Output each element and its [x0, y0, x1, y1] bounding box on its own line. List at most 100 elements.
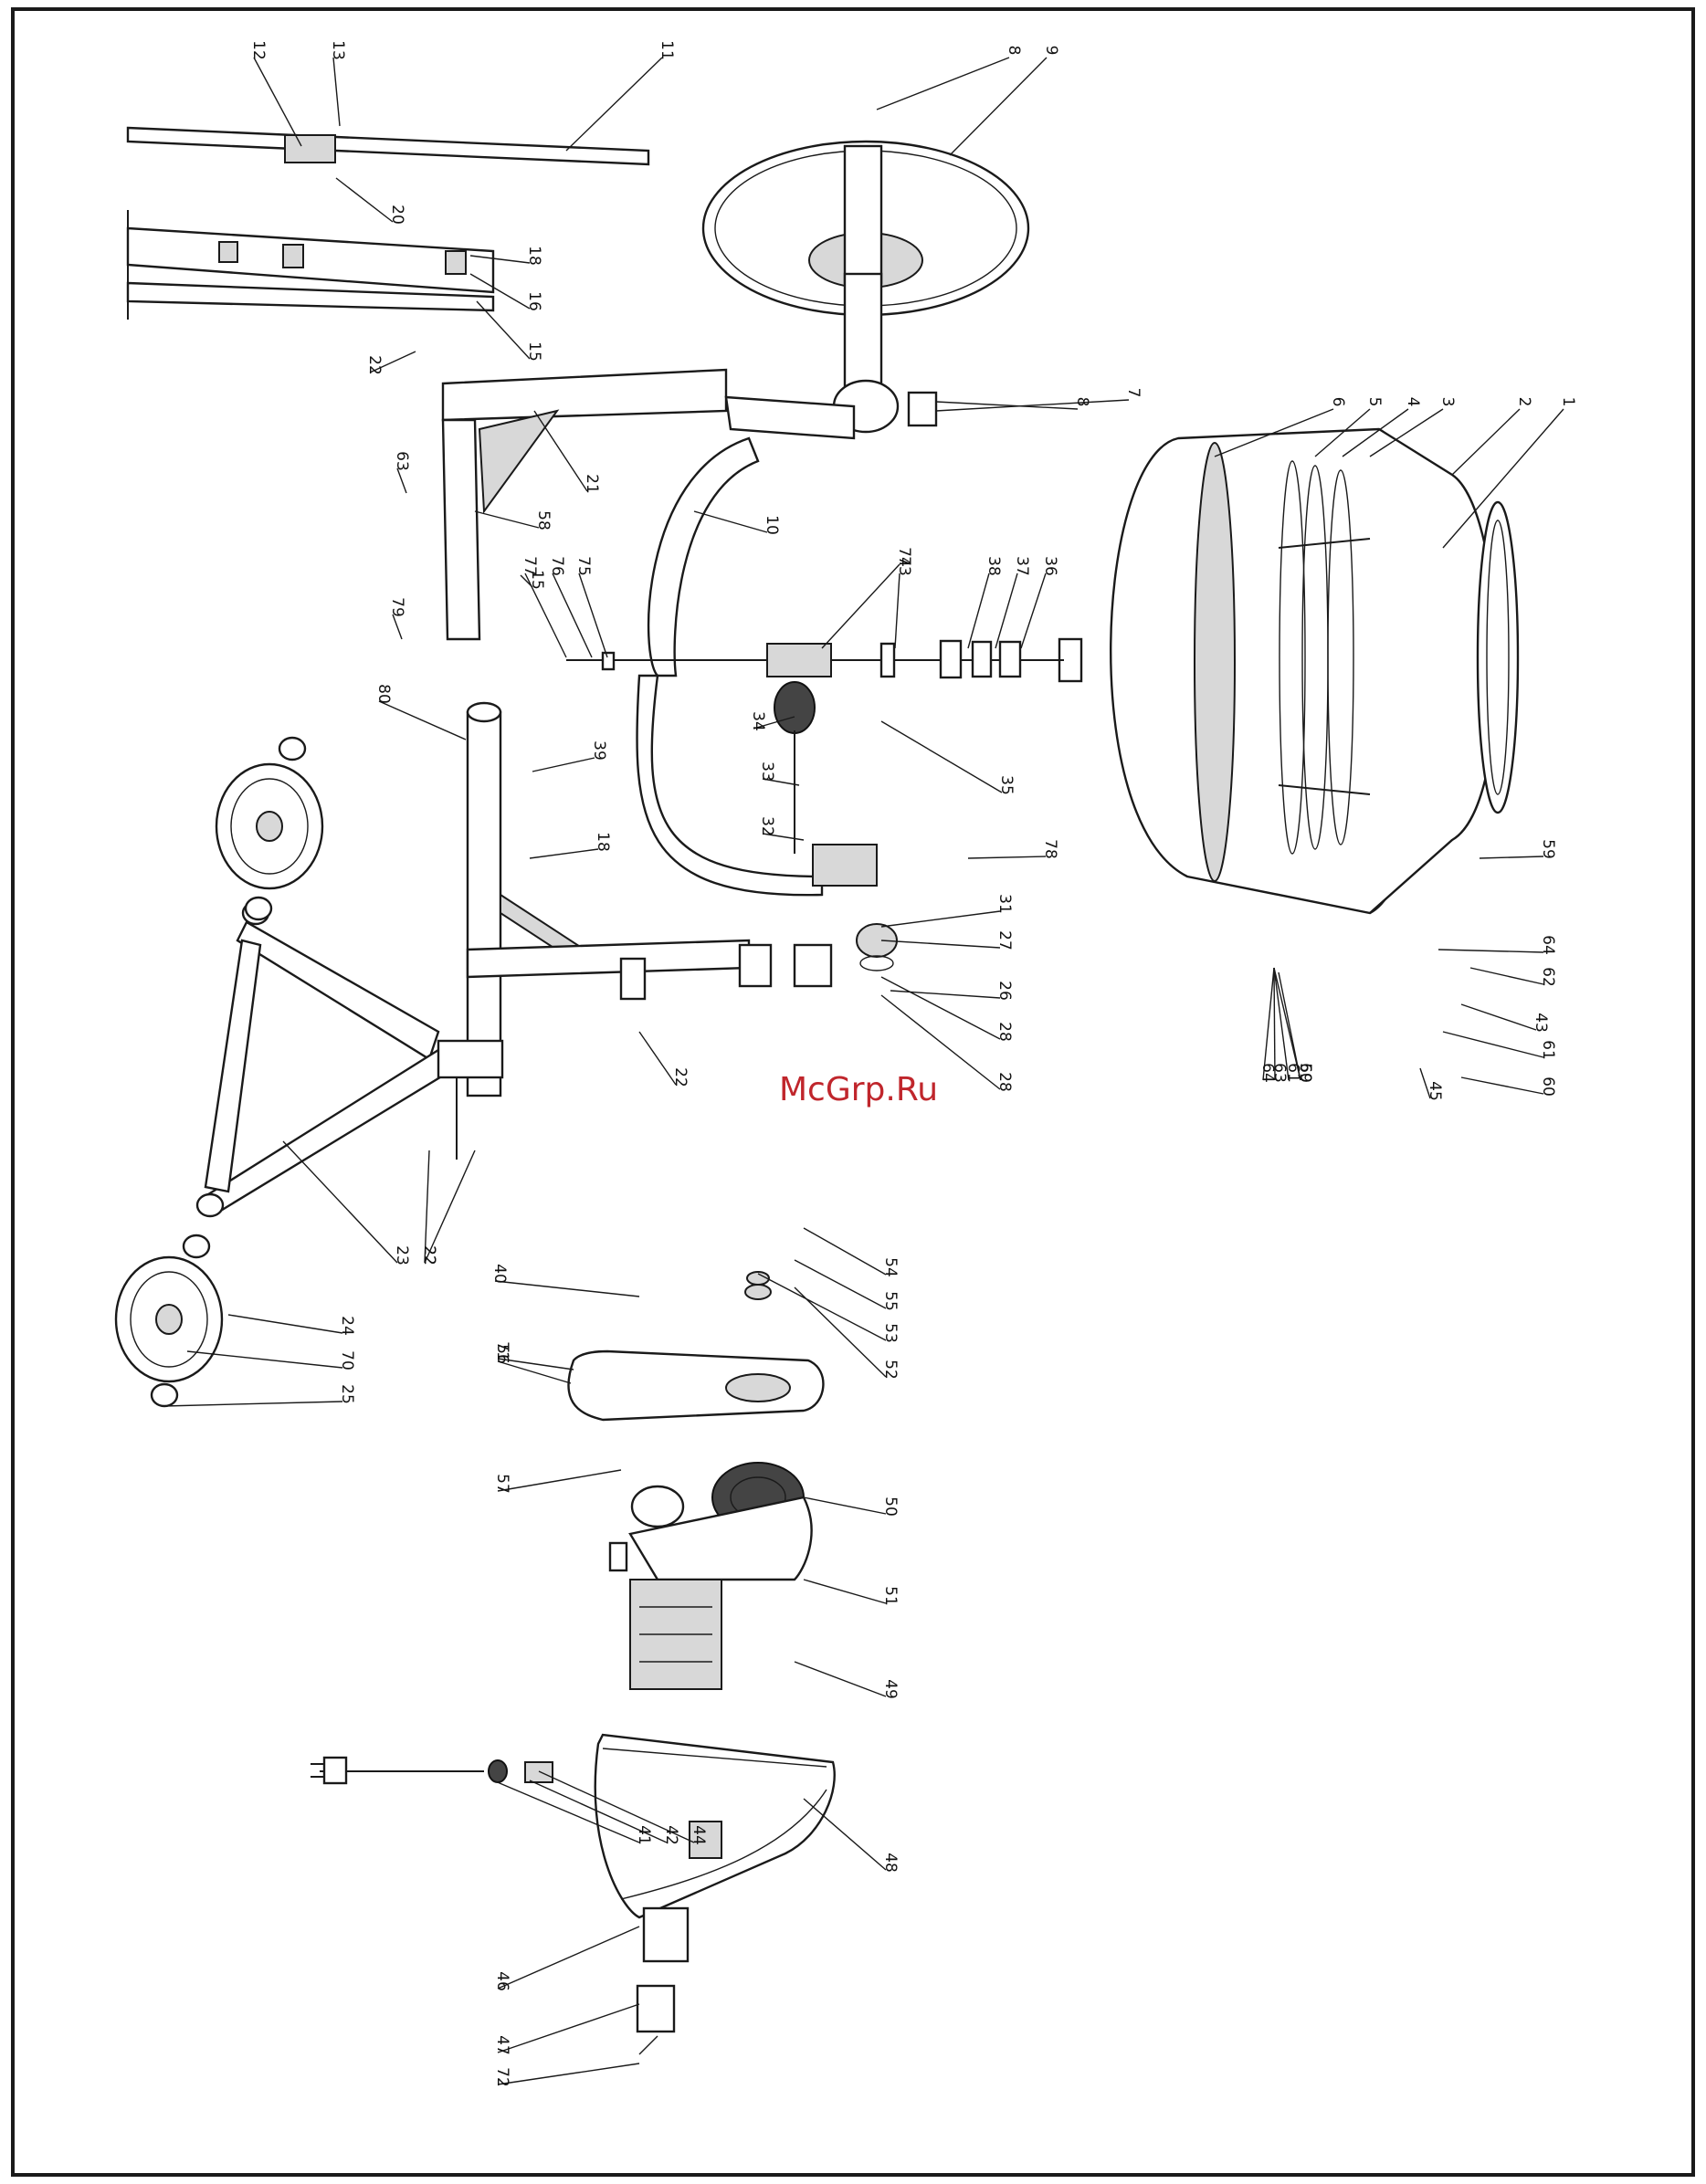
- leader-line: [1470, 968, 1543, 984]
- part-number-label: 35: [997, 775, 1016, 795]
- part-number-label: 6: [1329, 397, 1347, 407]
- part-number-label: 41: [635, 1825, 653, 1845]
- leader-line: [968, 573, 989, 648]
- leader-line: [283, 1141, 397, 1263]
- part-number-label: 21: [583, 474, 601, 494]
- part-number-label: 33: [758, 761, 776, 782]
- leader-line: [498, 2004, 639, 2053]
- part-number-label: 44: [690, 1825, 708, 1845]
- part-number-label: 72: [493, 2067, 511, 2087]
- motor-cover-top: [568, 1272, 823, 1532]
- part-number-label: 2: [1515, 397, 1533, 407]
- part-number-label: 51: [881, 1586, 900, 1606]
- power-cord: [311, 1758, 553, 1783]
- part-number-label: 76: [548, 556, 566, 576]
- leader-line: [336, 178, 393, 222]
- part-number-label: 36: [1041, 556, 1059, 576]
- part-number-label: 52: [881, 1360, 900, 1380]
- part-number-label: 74: [895, 547, 913, 567]
- part-number-label: 18: [594, 832, 612, 852]
- leader-line: [498, 1470, 621, 1491]
- leader-line: [534, 411, 587, 491]
- leader-line: [804, 1799, 886, 1870]
- leader-line: [393, 614, 402, 639]
- part-number-label: 64: [1539, 935, 1557, 955]
- leader-line: [995, 573, 1017, 648]
- part-number-label: 42: [662, 1825, 680, 1845]
- part-number-label: 70: [338, 1350, 356, 1370]
- part-number-label: 12: [249, 40, 268, 60]
- part-number-label: 49: [881, 1679, 900, 1699]
- leader-line: [1452, 409, 1520, 475]
- part-number-label: 59: [1539, 839, 1557, 859]
- leader-line: [1461, 1077, 1543, 1094]
- leader-line: [475, 511, 539, 528]
- motor: [610, 1486, 812, 1689]
- part-number-label: 23: [393, 1245, 411, 1265]
- wheel-lower: [116, 1235, 222, 1406]
- part-number-label: 16: [525, 291, 543, 311]
- leader-line: [881, 977, 1000, 1039]
- part-number-label: 32: [758, 816, 776, 836]
- leader-line: [694, 511, 767, 532]
- part-number-label: 54: [881, 1257, 900, 1277]
- part-number-label: 50: [881, 1496, 900, 1517]
- part-number-label: 78: [1041, 839, 1059, 859]
- part-number-label: 18: [525, 246, 543, 266]
- leader-line: [936, 402, 1078, 409]
- handle-bar: [128, 128, 648, 320]
- part-number-label: 24: [338, 1316, 356, 1336]
- leader-line: [804, 1228, 886, 1275]
- part-number-label: 75: [574, 556, 593, 576]
- part-number-label: 26: [995, 981, 1014, 1001]
- part-number-label: 10: [763, 515, 781, 535]
- part-number-label: 47: [493, 2035, 511, 2055]
- leader-line: [968, 856, 1046, 858]
- leader-line: [498, 2063, 639, 2084]
- part-number-label: 61: [1539, 1040, 1557, 1060]
- part-number-label: 20: [388, 205, 406, 225]
- part-number-label: 4: [1404, 397, 1422, 407]
- part-number-label: 27: [995, 930, 1014, 950]
- leader-line: [881, 911, 1000, 927]
- leader-line: [164, 1402, 342, 1406]
- leader-line: [532, 758, 595, 772]
- part-number-label: 57: [493, 1474, 511, 1494]
- part-number-label: 77: [521, 556, 539, 576]
- leader-line: [758, 1274, 886, 1340]
- part-number-label: 8: [1005, 46, 1023, 56]
- part-number-label: 79: [388, 597, 406, 617]
- leader-line: [950, 58, 1047, 155]
- part-number-label: 5: [1365, 397, 1384, 407]
- part-number-label: 38: [985, 556, 1003, 576]
- part-number-label: 7: [1124, 388, 1143, 398]
- part-number-label: 62: [1539, 967, 1557, 987]
- leader-line: [477, 301, 530, 359]
- mixing-drum: [1059, 429, 1518, 913]
- leader-line: [579, 573, 607, 657]
- leader-line: [495, 1281, 639, 1297]
- leader-line: [804, 1497, 886, 1514]
- leader-line: [822, 564, 900, 648]
- part-number-label: 1: [1559, 397, 1577, 407]
- leader-line: [895, 573, 900, 648]
- leader-line: [877, 58, 1009, 110]
- part-number-label: 64: [1258, 1063, 1277, 1083]
- leader-line: [1021, 573, 1046, 648]
- part-number-label: 40: [490, 1264, 509, 1284]
- wheel-axle-frame: [197, 902, 502, 1216]
- part-number-label: 60: [1539, 1076, 1557, 1097]
- leader-line: [890, 991, 1000, 998]
- part-number-label: 13: [329, 40, 347, 60]
- part-number-label: 31: [995, 894, 1014, 914]
- leader-line: [228, 1315, 342, 1333]
- handwheel: [703, 142, 1028, 432]
- main-frame: [443, 370, 854, 895]
- leader-line: [1438, 950, 1543, 952]
- leader-line: [804, 1580, 886, 1603]
- leader-line: [881, 721, 1002, 793]
- part-number-label: 28: [995, 1072, 1014, 1092]
- part-number-label: 46: [493, 1971, 511, 1991]
- leader-line: [530, 849, 598, 858]
- leader-line: [553, 573, 592, 657]
